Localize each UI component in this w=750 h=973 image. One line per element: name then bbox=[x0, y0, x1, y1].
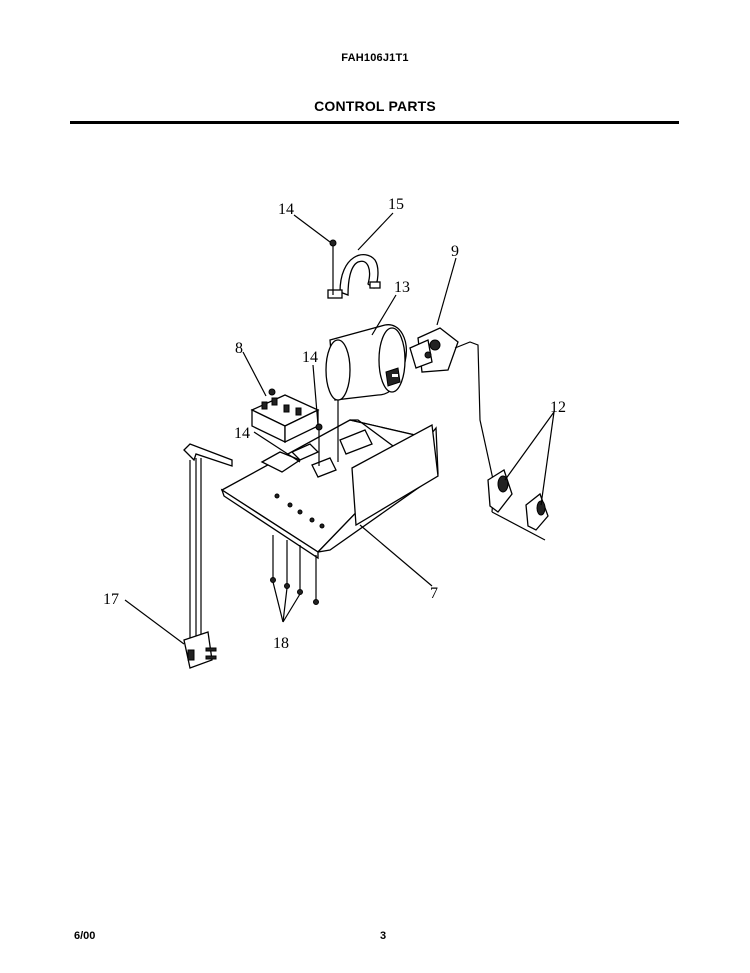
callout-13: 13 bbox=[394, 279, 410, 296]
section-title: CONTROL PARTS bbox=[314, 98, 436, 114]
callout-9: 9 bbox=[451, 243, 459, 260]
capacitor-strap-part bbox=[327, 254, 381, 299]
callout-18: 18 bbox=[273, 635, 289, 652]
power-cord-part bbox=[183, 443, 233, 669]
leader-lines bbox=[124, 212, 555, 645]
callout-15: 15 bbox=[388, 196, 404, 213]
title-divider bbox=[70, 121, 679, 124]
footer-date: 6/00 bbox=[74, 930, 96, 942]
model-number: FAH106J1T1 bbox=[341, 52, 409, 64]
callout-14-middle: 14 bbox=[302, 349, 318, 366]
callout-14-top: 14 bbox=[278, 201, 294, 218]
control-bracket-part bbox=[220, 419, 439, 560]
callout-12: 12 bbox=[550, 399, 566, 416]
callout-8: 8 bbox=[235, 340, 243, 357]
bulb-clip-parts bbox=[487, 469, 549, 541]
capacitor-part bbox=[325, 324, 407, 401]
thermostat-part bbox=[409, 327, 495, 513]
page-number: 3 bbox=[380, 930, 387, 942]
relay-part bbox=[250, 388, 320, 444]
callout-14-lower: 14 bbox=[234, 425, 250, 442]
screw-parts bbox=[315, 239, 339, 466]
callout-17: 17 bbox=[103, 591, 119, 608]
callout-7: 7 bbox=[430, 585, 438, 602]
